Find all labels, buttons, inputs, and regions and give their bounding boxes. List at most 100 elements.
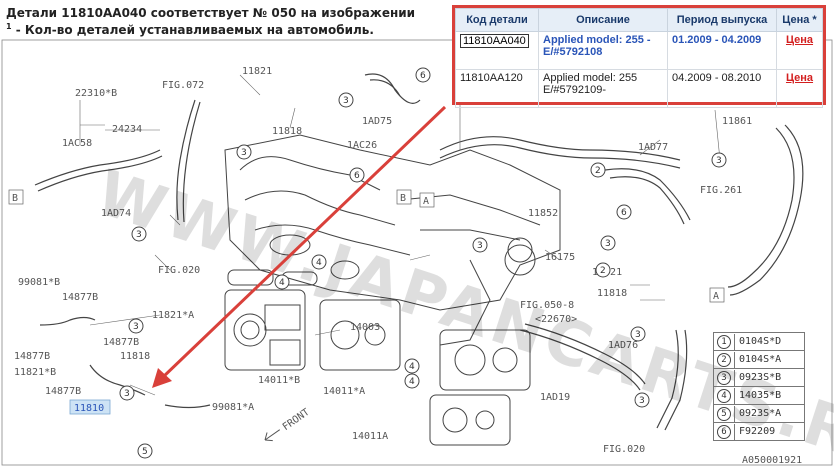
svg-text:3: 3 (477, 241, 483, 251)
header-line-2: 1 - Кол-во деталей устанавливаемых на ав… (6, 20, 374, 37)
label-fig050: FIG.050-8 (520, 300, 574, 311)
part-info-popup: Код детали Описание Период выпуска Цена … (452, 5, 826, 108)
svg-text:3: 3 (133, 322, 139, 332)
qty-superscript: 1 (6, 22, 12, 31)
circled-callouts: 6 3 3 6 2 6 3 3 4 4 3 2 4 4 3 3 5 3 3 3 (119, 67, 727, 459)
label-14877b-2: 14877B (103, 337, 139, 348)
svg-text:4: 4 (279, 278, 285, 288)
description-cell: Applied model: 255 -E/#5792108 (538, 31, 668, 70)
legend-code: F92209 (739, 426, 776, 437)
col-description: Описание (538, 8, 668, 32)
svg-text:3: 3 (124, 389, 130, 399)
legend-row: 4 14035*B (713, 387, 805, 405)
label-11821-top: 11821 (242, 66, 272, 77)
label-14877b-1: 14877B (62, 292, 98, 303)
legend-row: 2 0104S*A (713, 351, 805, 369)
ref-b1: B (12, 193, 18, 204)
throttle-body-left (224, 289, 306, 371)
table-row[interactable]: 11810AA040 Applied model: 255 -E/#579210… (455, 31, 823, 70)
label-1ac58: 1AC58 (62, 138, 92, 149)
throttle-body-right (429, 329, 531, 446)
label-fig020-b: FIG.020 (603, 444, 645, 455)
front-arrow: FRONT (264, 407, 312, 442)
svg-text:3: 3 (605, 239, 611, 249)
legend-number: 3 (717, 370, 731, 385)
label-14003: 14003 (350, 322, 380, 333)
svg-text:FRONT: FRONT (281, 407, 312, 433)
description-cell: Applied model: 255 E/#5792109- (538, 69, 668, 108)
legend-number: 2 (717, 352, 731, 367)
svg-text:3: 3 (716, 156, 722, 166)
label-14011b: 14011*B (258, 375, 300, 386)
price-link[interactable]: Цена (785, 72, 814, 84)
ref-b2: B (400, 193, 406, 204)
svg-text:4: 4 (409, 362, 415, 372)
col-price: Цена * (776, 8, 823, 32)
label-11861: 11861 (722, 116, 752, 127)
label-22670: <22670> (535, 314, 577, 325)
svg-text:3: 3 (635, 330, 641, 340)
label-16175: 16175 (545, 252, 575, 263)
label-fig261: FIG.261 (700, 185, 742, 196)
label-1ad77: 1AD77 (638, 142, 668, 153)
label-1ad74: 1AD74 (101, 208, 131, 219)
part-info-table: Код детали Описание Период выпуска Цена … (455, 8, 823, 108)
label-11818-b: 11818 (597, 288, 627, 299)
header-line-1: Детали 11810AA040 соответствует № 050 на… (6, 6, 416, 20)
label-99081b: 99081*B (18, 277, 60, 288)
label-11818-a: 11818 (272, 126, 302, 137)
red-pointer-arrow (152, 105, 447, 388)
hoses (34, 73, 804, 431)
table-row[interactable]: 11810AA120 Applied model: 255 E/#5792109… (455, 69, 823, 108)
part-number-cell[interactable]: 11810AA120 (455, 69, 539, 108)
svg-text:4: 4 (316, 258, 322, 268)
period-cell: 04.2009 - 08.2010 (667, 69, 777, 108)
legend-number: 6 (717, 424, 731, 439)
label-14877b-3: 14877B (14, 351, 50, 362)
ref-a1: A (423, 196, 429, 207)
part-number-cell[interactable]: 11810AA040 (460, 34, 529, 48)
label-11810: 11810 (74, 403, 104, 414)
col-part-code: Код детали (455, 8, 539, 32)
label-11821b-2: 11821*B (14, 367, 56, 378)
legend-code: 14035*B (739, 390, 782, 401)
legend-number: 5 (717, 406, 731, 421)
legend-number: 4 (717, 388, 731, 403)
period-cell: 01.2009 - 04.2009 (667, 31, 777, 70)
label-14877b-4: 14877B (45, 386, 81, 397)
label-image-code: A050001921 (742, 455, 802, 466)
svg-text:6: 6 (621, 208, 627, 218)
svg-text:2: 2 (600, 266, 606, 276)
label-1ad75: 1AD75 (362, 116, 392, 127)
throttle-body-center (319, 299, 401, 371)
label-fig072: FIG.072 (162, 80, 204, 91)
col-period: Период выпуска (667, 8, 777, 32)
svg-text:4: 4 (409, 377, 415, 387)
label-11818-c: 11818 (120, 351, 150, 362)
price-link[interactable]: Цена (785, 34, 814, 46)
svg-text:2: 2 (595, 166, 601, 176)
svg-text:3: 3 (639, 396, 645, 406)
highlight-11810[interactable] (69, 399, 111, 415)
legend-code: 0104S*A (739, 354, 782, 365)
svg-text:3: 3 (343, 96, 349, 106)
label-24234: 24234 (112, 124, 142, 135)
legend-code: 0104S*D (739, 336, 782, 347)
svg-text:3: 3 (241, 148, 247, 158)
svg-text:6: 6 (420, 71, 426, 81)
label-11821a: 11821*A (152, 310, 194, 321)
label-11852: 11852 (528, 208, 558, 219)
ref-a2: A (713, 291, 719, 302)
label-1ad76: 1AD76 (608, 340, 638, 351)
ref-boxes: B B A A (8, 189, 725, 303)
header-line-2-text: - Кол-во деталей устанавливаемых на авто… (11, 23, 374, 37)
label-99081a: 99081*A (212, 402, 254, 413)
label-14011a: 14011*A (323, 386, 365, 397)
label-22310b: 22310*B (75, 88, 117, 99)
diagram-labels: FIG.072 22310*B 24234 1AC58 11821 11818 … (14, 66, 802, 466)
